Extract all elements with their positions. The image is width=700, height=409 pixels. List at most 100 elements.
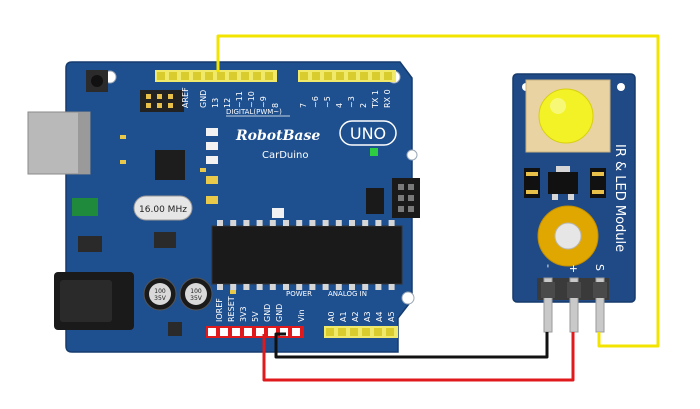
- digital-pin-label: RX 0: [383, 89, 392, 108]
- power-wire: [262, 332, 575, 382]
- smd-part: [206, 196, 218, 204]
- module-pins: [541, 277, 607, 333]
- digital-pin-label: AREF: [181, 87, 190, 108]
- module-hole: [617, 83, 625, 91]
- analog-section-label: ANALOG IN: [328, 290, 367, 298]
- digital-pin-label: 7: [299, 103, 308, 108]
- digital-header-pin[interactable]: [181, 72, 189, 80]
- digital-pin-label: ~6: [311, 96, 320, 108]
- usb-chip: [155, 150, 185, 180]
- mcu-pin: [243, 220, 250, 226]
- led-rx: [206, 156, 218, 164]
- digital-pin-label: 4: [335, 103, 344, 108]
- digital-header-pin[interactable]: [253, 72, 261, 80]
- digital-header: [155, 70, 396, 82]
- led-tx: [206, 142, 218, 150]
- power-section-label: POWER: [286, 290, 312, 298]
- icsp-header-right: [392, 178, 420, 218]
- module-pin-housing: [541, 282, 555, 298]
- digital-header-pin[interactable]: [217, 72, 225, 80]
- power-header-pin[interactable]: [292, 328, 300, 336]
- power-header-pin[interactable]: [220, 328, 228, 336]
- mcu-pin: [283, 220, 289, 226]
- mcu-pin: [230, 220, 237, 226]
- analog-pin-label: A0: [327, 311, 336, 322]
- mcu-pin: [375, 220, 382, 226]
- digital-header-pin[interactable]: [169, 72, 177, 80]
- mcu-pin: [335, 284, 342, 290]
- digital-header-pin[interactable]: [384, 72, 392, 80]
- mcu-pin: [283, 284, 289, 290]
- digital-header-pin[interactable]: [229, 72, 237, 80]
- power-pin-label: Vin: [297, 309, 306, 322]
- digital-header-pin[interactable]: [324, 72, 332, 80]
- analog-header-pin[interactable]: [338, 328, 346, 336]
- digital-header-pin[interactable]: [193, 72, 201, 80]
- analog-header-pin[interactable]: [386, 328, 394, 336]
- model-badge: [339, 120, 397, 146]
- led-l: [206, 128, 218, 136]
- crystal-label: 16.00 MHz: [139, 205, 187, 215]
- power-header: [206, 326, 304, 338]
- digital-pin-label: 13: [211, 98, 220, 108]
- capacitor-value: 100: [154, 288, 166, 295]
- regulator: [78, 236, 102, 252]
- analog-pin-label: A3: [363, 311, 372, 322]
- transistor: [366, 188, 384, 214]
- module-pin-housing: [593, 282, 607, 298]
- power-pin-label: 3V3: [239, 306, 248, 322]
- module-pin-housing: [567, 282, 581, 298]
- mcu-pin: [256, 284, 263, 290]
- power-header-pin[interactable]: [244, 328, 252, 336]
- mcu-pin: [322, 284, 329, 290]
- module-pin-label: S: [593, 264, 606, 271]
- power-header-pin[interactable]: [268, 328, 276, 336]
- mcu-pin: [362, 284, 369, 290]
- digital-header-pin[interactable]: [300, 72, 308, 80]
- capacitor-right: 100 35V: [179, 277, 213, 311]
- power-header-pin[interactable]: [208, 328, 216, 336]
- digital-header-pin[interactable]: [372, 72, 380, 80]
- power-pin-label: GND: [275, 304, 284, 322]
- digital-header-pin[interactable]: [157, 72, 165, 80]
- brand-label: RobotBase: [235, 128, 320, 144]
- ir-led-module: IR & LED Module -+S: [512, 73, 636, 333]
- power-header-pin[interactable]: [280, 328, 288, 336]
- capacitor-left: 100 35V: [143, 277, 177, 311]
- analog-header-pin[interactable]: [326, 328, 334, 336]
- analog-header-pin[interactable]: [350, 328, 358, 336]
- mounting-hole: [401, 291, 415, 305]
- usb-connector-edge: [78, 112, 90, 174]
- power-header-pin[interactable]: [232, 328, 240, 336]
- mcu-pin: [349, 220, 355, 226]
- power-pin-label: GND: [263, 304, 272, 322]
- analog-header-pin[interactable]: [362, 328, 370, 336]
- capacitor-voltage: 35V: [190, 295, 203, 302]
- digital-pin-label: 8: [271, 103, 280, 108]
- ground-wire: [274, 332, 549, 359]
- mounting-pad-hole: [554, 222, 582, 250]
- digital-header-pin[interactable]: [348, 72, 356, 80]
- analog-header-pin[interactable]: [374, 328, 382, 336]
- digital-header-pin[interactable]: [312, 72, 320, 80]
- digital-pin-label: GND: [199, 90, 208, 108]
- mcu-pin: [309, 284, 316, 290]
- digital-pin-label: ~10: [247, 91, 256, 108]
- digital-header-pin[interactable]: [241, 72, 249, 80]
- digital-header-pin[interactable]: [205, 72, 213, 80]
- digital-header-pin[interactable]: [360, 72, 368, 80]
- capacitor-value: 100: [190, 288, 202, 295]
- mcu-pin: [269, 284, 276, 290]
- power-led: [370, 148, 378, 156]
- diode: [168, 322, 182, 336]
- mcu-pin: [230, 284, 237, 290]
- power-header-pin[interactable]: [256, 328, 264, 336]
- power-pin-label: 5V: [251, 311, 260, 322]
- digital-header-pin[interactable]: [336, 72, 344, 80]
- power-pin-label: IOREF: [215, 298, 224, 322]
- digital-header-pin[interactable]: [265, 72, 273, 80]
- digital-pin-label: ~11: [235, 91, 244, 108]
